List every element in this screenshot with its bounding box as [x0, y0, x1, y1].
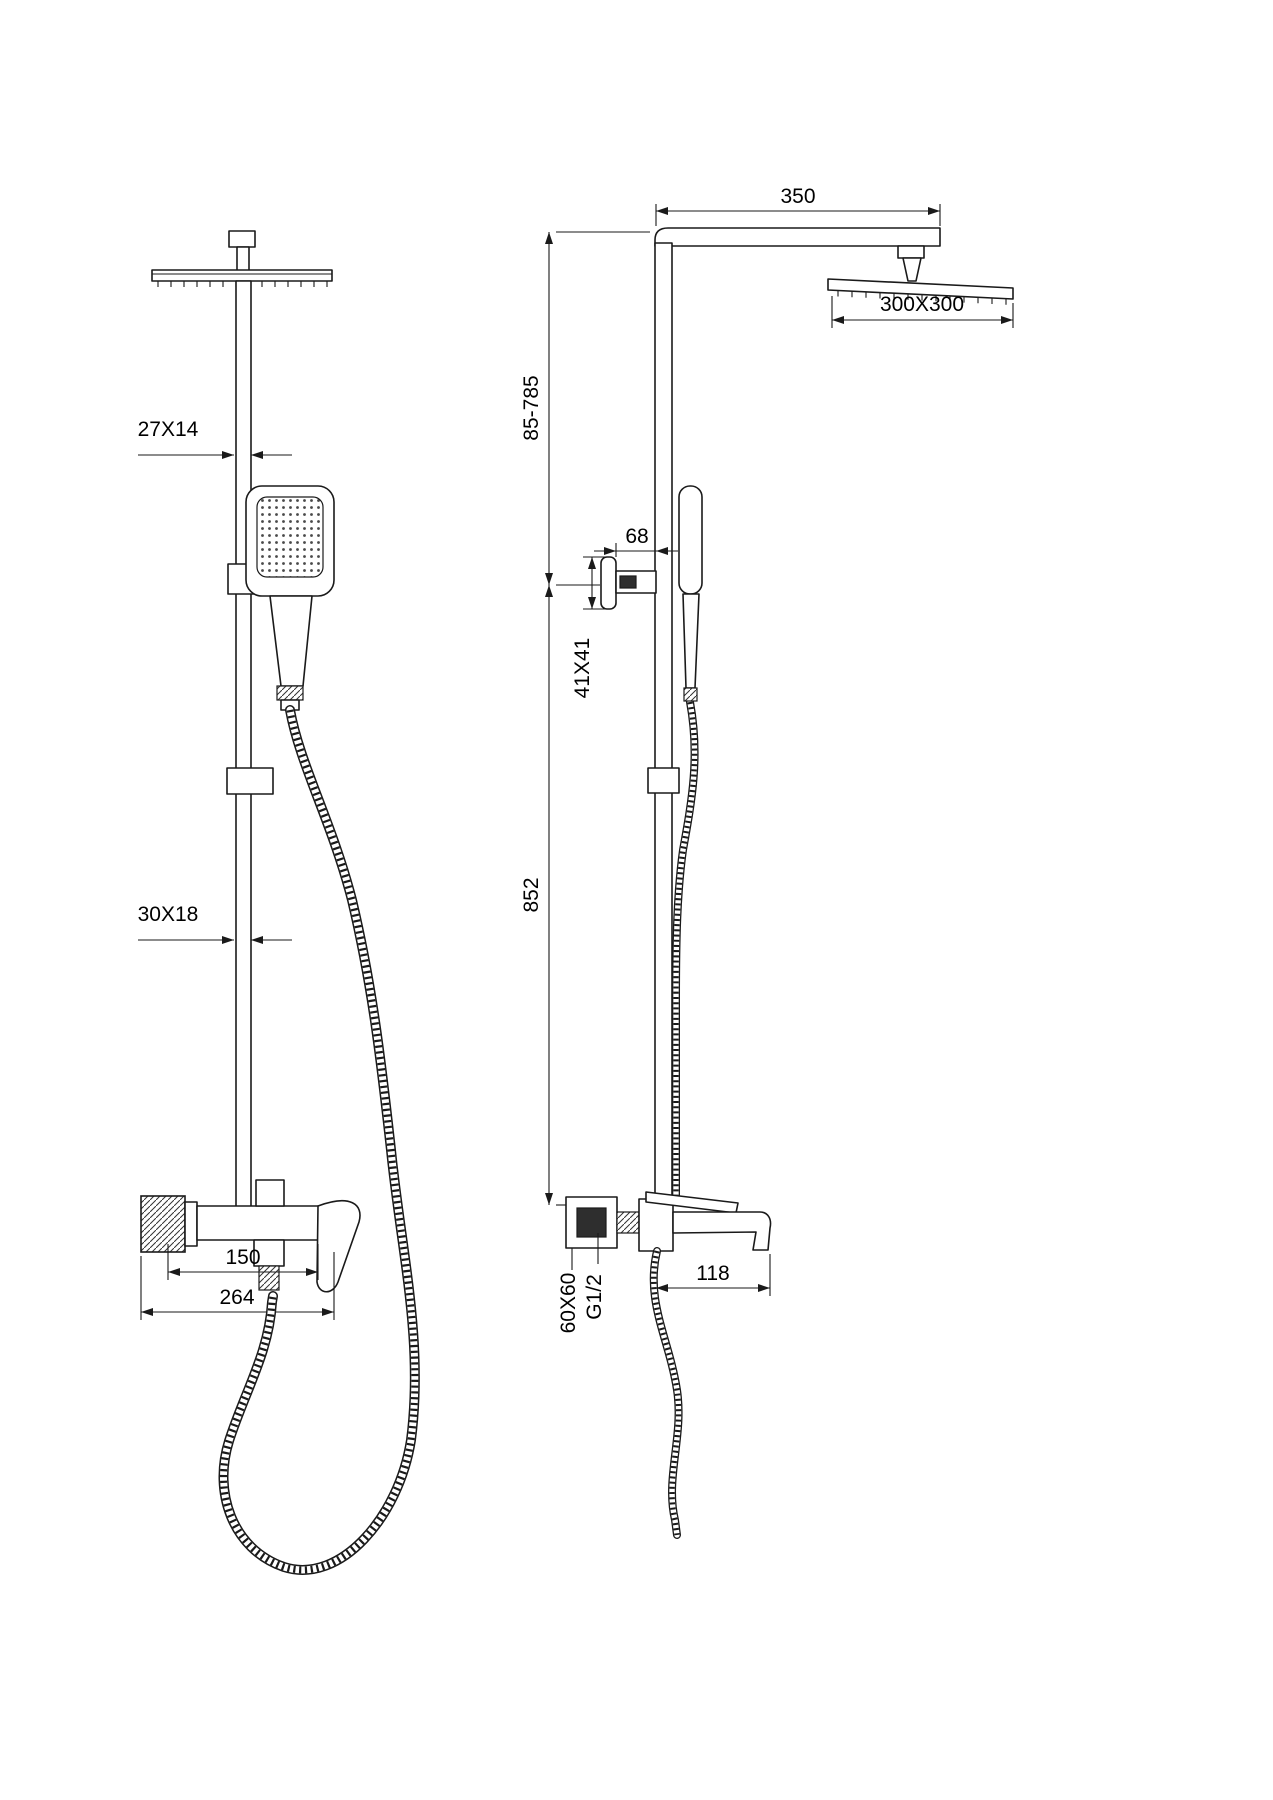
- mixer-handle: [316, 1200, 361, 1293]
- wall-flange: [184, 1201, 198, 1247]
- hand-shower-handle: [269, 595, 313, 687]
- slider-bracket: [226, 767, 274, 795]
- side-lower-hose: [649, 1247, 683, 1539]
- dim-height-range: 85-785: [520, 375, 543, 440]
- side-upper-hose: [672, 698, 699, 1203]
- tub-spout-side: [672, 1211, 772, 1251]
- wall-plate-side: [565, 1196, 618, 1249]
- side-view: [565, 227, 1014, 1252]
- dimensions: 27X14 30X18 150 264 350 300X300 85-785 8…: [138, 185, 1014, 1334]
- bracket-screw: [619, 575, 637, 589]
- hand-shower-side: [678, 485, 703, 595]
- dim-thread: G1/2: [583, 1274, 606, 1320]
- dim-bracket-profile: 41X41: [571, 638, 594, 699]
- dim-outlet-span: 150: [225, 1246, 260, 1269]
- thread-connector: [616, 1211, 640, 1234]
- dim-lower-profile: 30X18: [138, 903, 199, 926]
- rain-shower-head: [151, 269, 333, 282]
- mixer-body: [196, 1205, 336, 1241]
- top-arm: [654, 227, 941, 247]
- head-connector: [897, 245, 925, 259]
- rain-head-side: [827, 278, 1014, 300]
- dim-column-profile: 27X14: [138, 418, 199, 441]
- top-fitting: [228, 230, 256, 248]
- hand-shower-face: [256, 496, 324, 578]
- dim-spout-length: 118: [696, 1262, 729, 1285]
- dim-body-width: 264: [219, 1286, 254, 1309]
- dim-bracket-depth: 68: [625, 525, 648, 548]
- hand-shower-connector: [276, 685, 304, 701]
- wall-bracket-flange: [600, 556, 617, 610]
- hand-shower-connector-side: [683, 687, 698, 702]
- riser-pipe: [654, 242, 673, 1206]
- dim-head-size: 300X300: [880, 293, 964, 316]
- rain-head-nozzles-side: [837, 290, 1007, 305]
- wall-plate: [140, 1195, 186, 1253]
- dim-column-height: 852: [520, 877, 543, 912]
- head-stem: [236, 246, 250, 272]
- hand-shower-handle-side: [682, 593, 700, 689]
- front-shower-hose: [218, 705, 420, 1575]
- diverter-knob: [255, 1179, 285, 1207]
- shower-column: [235, 280, 252, 1209]
- slider-bracket-side: [647, 767, 680, 794]
- wall-plate-inner: [576, 1207, 607, 1238]
- dim-arm-length: 350: [780, 185, 815, 208]
- dim-wall-plate: 60X60: [557, 1273, 580, 1334]
- front-view: [140, 230, 361, 1293]
- aerator: [258, 1265, 280, 1291]
- mixer-body-side: [638, 1198, 674, 1252]
- head-swivel: [902, 257, 922, 282]
